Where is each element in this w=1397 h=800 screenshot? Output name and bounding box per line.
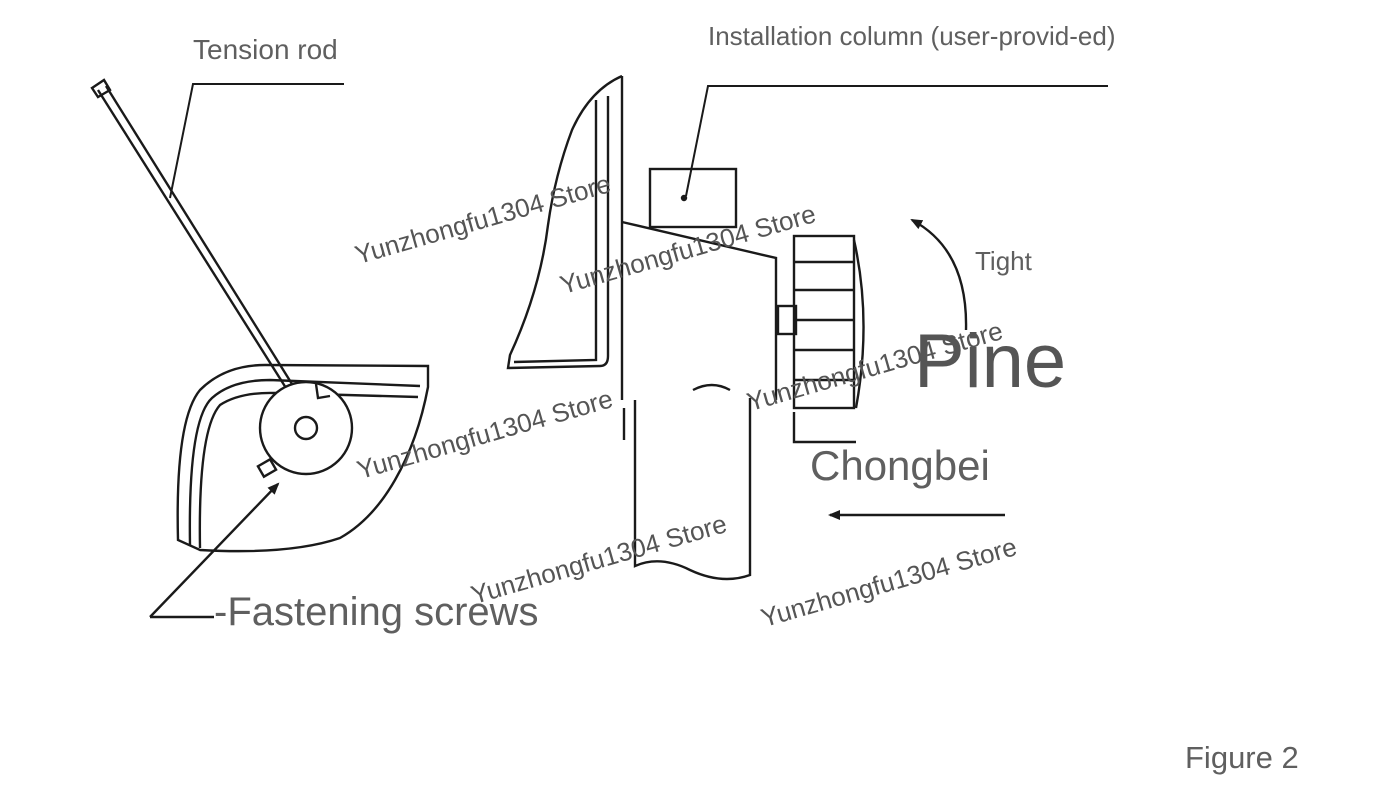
figure-caption: Figure 2	[1185, 740, 1299, 775]
tighten-arrow-icon	[910, 218, 968, 331]
fastening-screws-label: -Fastening screws	[214, 590, 539, 634]
tight-label: Tight	[975, 246, 1032, 276]
direction-arrows	[828, 218, 1005, 520]
chongbei-label: Chongbei	[810, 442, 990, 489]
tension-rod-assembly	[90, 78, 430, 619]
pine-label: Pine	[914, 319, 1067, 404]
installation-column-assembly	[506, 74, 1108, 581]
tension-rod-label: Tension rod	[193, 34, 338, 65]
installation-column-label: Installation column (user-provid-ed)	[708, 21, 1116, 51]
screw-head-icon	[256, 457, 278, 479]
rod-hook-icon	[90, 78, 112, 99]
